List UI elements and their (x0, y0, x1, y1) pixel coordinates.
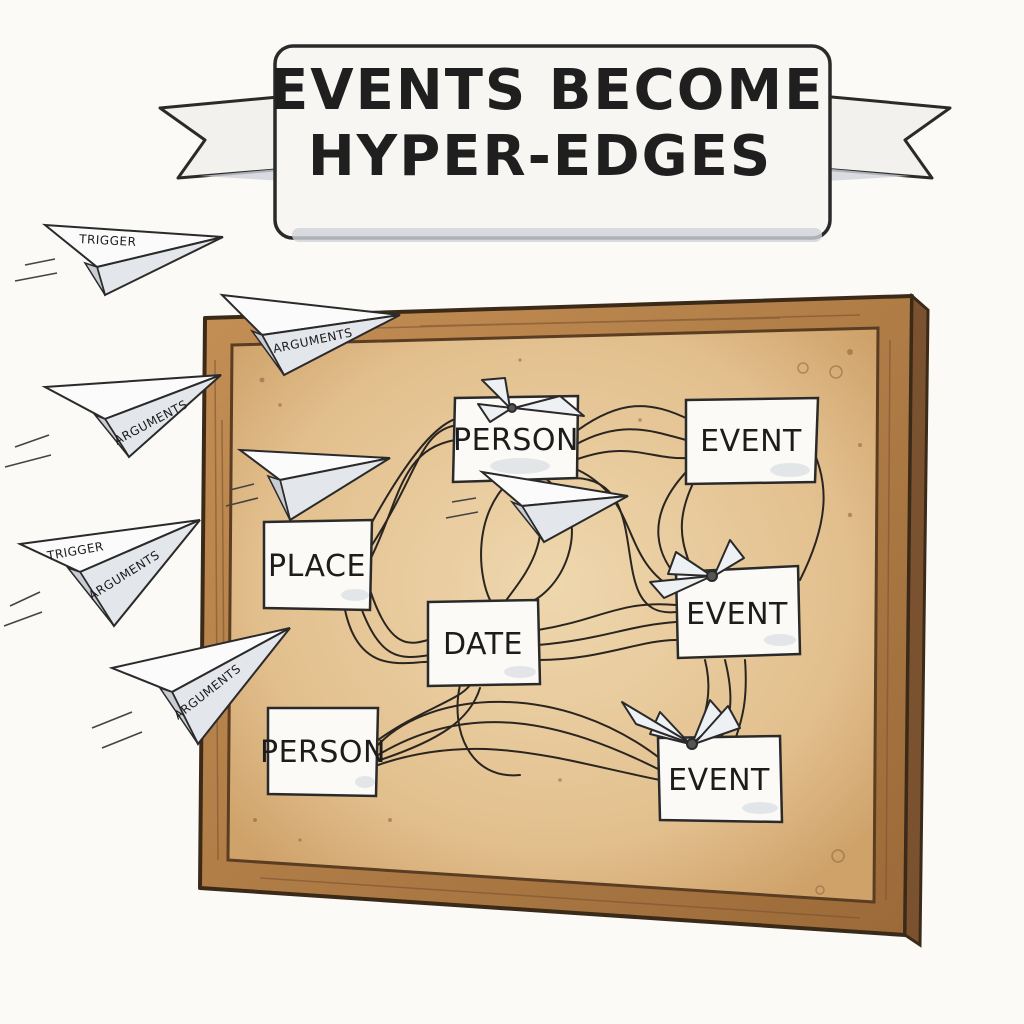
string-person-event-mid-2 (574, 477, 677, 614)
banner-shadow (292, 228, 822, 242)
bow-event-middle (649, 539, 745, 599)
string-place-date-3 (344, 609, 433, 665)
string-place-person (369, 439, 456, 561)
paper-plane-5 (445, 470, 629, 544)
node-person-bottom: PERSON (260, 734, 386, 770)
string-person-date (480, 479, 511, 601)
paper-planes: TRIGGER ARGUMENTS ARGUMENTS (3, 223, 629, 749)
node-person-top: PERSON (453, 422, 579, 458)
title-banner (158, 44, 952, 242)
page-title: EVENTS BECOME HYPER-EDGES (270, 58, 825, 190)
string-person-date-bottom-2 (379, 687, 481, 761)
card-event-top (684, 396, 820, 486)
node-cards (262, 394, 820, 824)
string-place-person-2 (371, 424, 459, 546)
string-event-event-3 (734, 659, 747, 741)
card-person-bottom (266, 706, 380, 798)
string-date-event (537, 603, 677, 631)
string-person-event-3 (577, 405, 691, 431)
paper-plane-2: ARGUMENTS (219, 293, 401, 377)
string-place-date (369, 589, 429, 644)
board-frame-side (903, 292, 930, 948)
card-date (426, 598, 542, 688)
card-place (262, 518, 374, 612)
string-person-date-bottom (377, 684, 471, 741)
node-event-middle: EVENT (686, 596, 788, 632)
string-person-event-bottom-3 (377, 700, 663, 761)
string-date-event-2 (537, 621, 677, 646)
node-event-top: EVENT (700, 423, 802, 459)
string-person-event-bottom-2 (377, 747, 661, 781)
plane-1-label-1: TRIGGER (78, 232, 137, 249)
card-event-middle (674, 564, 802, 660)
string-person-event-bottom (377, 721, 661, 771)
card-shading (341, 458, 810, 814)
bow-event-bottom (621, 699, 741, 750)
board-frame-texture (214, 314, 891, 919)
string-person-event (574, 428, 687, 446)
bow-person-top (477, 377, 585, 423)
paper-plane-7: ARGUMENTS (91, 627, 291, 749)
board-cork-speckles (253, 349, 862, 895)
string-place-date-2 (359, 604, 431, 658)
title-line-1: EVENTS BECOME (270, 58, 825, 123)
string-date-event-3 (537, 639, 677, 661)
string-person-event-2 (574, 450, 689, 461)
node-place: PLACE (268, 548, 366, 584)
cork-board (198, 292, 930, 948)
card-person-top (451, 394, 580, 484)
string-date-down (456, 684, 521, 777)
title-line-2: HYPER-EDGES (307, 124, 773, 189)
paper-plane-4 (225, 448, 391, 522)
paper-plane-1: TRIGGER (14, 223, 224, 297)
ribbon-bows (477, 377, 745, 750)
paper-plane-3: ARGUMENTS (4, 374, 222, 468)
node-event-bottom: EVENT (668, 762, 770, 798)
card-event-bottom (656, 734, 784, 824)
node-date: DATE (442, 626, 524, 662)
paper-plane-6: TRIGGER ARGUMENTS (3, 519, 201, 628)
